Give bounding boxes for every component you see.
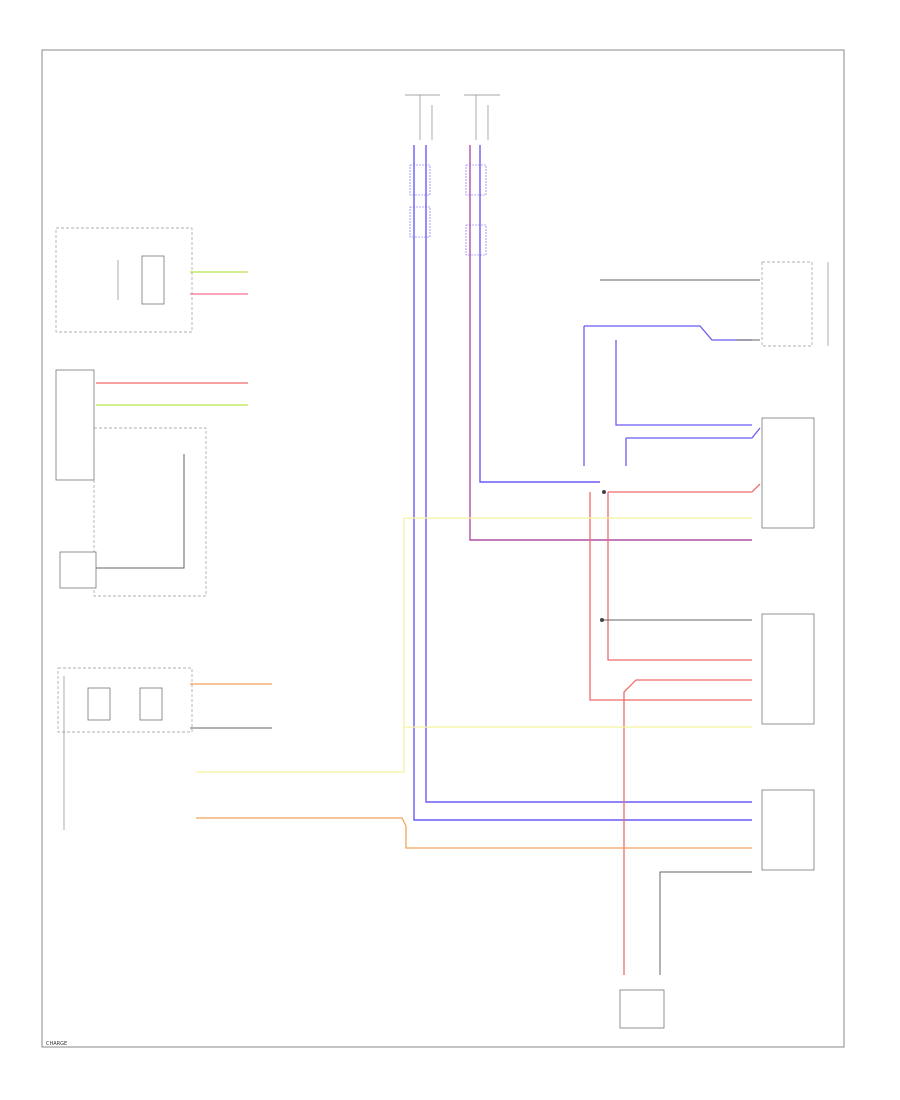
footer-code: CHARGE (46, 1041, 67, 1047)
ground-point-1 (600, 618, 604, 622)
temperature-sensor-box (59, 551, 97, 589)
pressure-transducer (619, 989, 665, 1029)
wire-red-3 (607, 492, 752, 661)
steering-control-element-2 (139, 687, 163, 721)
wire-gray-5 (659, 871, 752, 975)
fuse-block-left (405, 94, 440, 140)
wire-gray-ecm (96, 454, 185, 569)
wire-red-2 (589, 492, 752, 701)
connector-markers (409, 164, 487, 256)
instrument-cluster-box (55, 227, 193, 333)
wire-blue-left-2 (425, 145, 752, 803)
wire-yellow-2 (196, 518, 405, 773)
wires (96, 145, 761, 975)
wire-blue-left-1 (413, 145, 752, 821)
ecm-dashed-area (93, 427, 207, 597)
wire-blue-loop-4 (626, 427, 761, 439)
wire-orange-1 (196, 817, 752, 849)
steering-control-element-1 (87, 687, 111, 721)
wire-blue-right (479, 145, 600, 483)
fuse-block-right (464, 94, 500, 140)
wire-red-4 (623, 679, 752, 975)
pressure-switch-2 (761, 613, 815, 725)
wire-red-1 (608, 483, 761, 493)
steering-control-box (57, 667, 193, 733)
wire-blue-loop-3 (615, 340, 752, 426)
instrument-cluster-element (141, 255, 165, 305)
compressor-relay-box (761, 261, 813, 347)
pressure-switch-1 (761, 417, 815, 529)
ground-point-2 (602, 490, 606, 494)
wire-blue-loop-1 (584, 325, 752, 341)
pressure-switch-3 (761, 789, 815, 871)
diagram-frame (41, 49, 845, 1048)
wire-purple (469, 145, 752, 541)
engine-control-module-box (55, 369, 95, 481)
